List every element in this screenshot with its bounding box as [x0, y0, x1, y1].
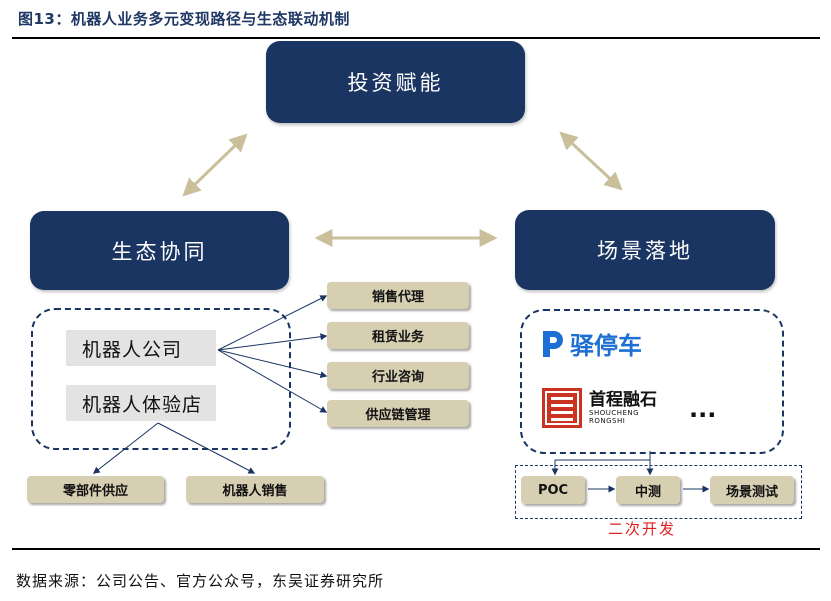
- service-sales-agent: 销售代理: [327, 282, 469, 309]
- robot-sales-box: 机器人销售: [186, 476, 324, 503]
- arrow-invest-eco: [182, 133, 248, 197]
- node-investment: 投资赋能: [266, 41, 525, 123]
- node-scenario: 场景落地: [515, 210, 775, 290]
- service-leasing: 租赁业务: [327, 322, 469, 349]
- service-supply-chain: 供应链管理: [327, 400, 469, 427]
- more-partners-ellipsis: ...: [689, 395, 717, 423]
- top-rule: [12, 37, 820, 39]
- figure-title: 图13：机器人业务多元变现路径与生态联动机制: [18, 10, 350, 28]
- arrow-company-service-2: [217, 333, 328, 351]
- stages-frame: [515, 465, 802, 519]
- arrow-company-service-3: [217, 349, 328, 379]
- arrow-company-service-4: [217, 349, 328, 413]
- scenario-group: [520, 309, 784, 454]
- yitingche-logo-icon: [543, 330, 563, 357]
- node-ecosystem: 生态协同: [30, 211, 289, 290]
- robot-store-box: 机器人体验店: [66, 385, 216, 421]
- ecosystem-group: [31, 308, 291, 450]
- shoucheng-name-en-1: SHOUCHENG: [589, 409, 640, 417]
- shoucheng-name-en-2: RONGSHI: [589, 417, 626, 425]
- second-development-caption: 二次开发: [608, 520, 677, 538]
- yitingche-logo: 驿停车: [540, 326, 642, 361]
- service-consulting: 行业咨询: [327, 362, 469, 389]
- stage-scenario-test: 场景测试: [710, 476, 794, 504]
- arrow-invest-scenario: [559, 131, 623, 191]
- robot-company-box: 机器人公司: [66, 330, 216, 366]
- bottom-rule: [12, 548, 820, 550]
- stage-poc: POC: [521, 476, 585, 504]
- parts-supply-box: 零部件供应: [27, 476, 164, 503]
- shoucheng-logo-icon: [542, 388, 582, 428]
- stage-midtest: 中测: [616, 476, 680, 504]
- source-note: 数据来源：公司公告、官方公众号，东吴证券研究所: [16, 572, 385, 590]
- yitingche-name: 驿停车: [570, 332, 642, 360]
- shoucheng-name-cn: 首程融石: [589, 390, 657, 410]
- shoucheng-logo: 首程融石 SHOUCHENG RONGSHI: [541, 387, 657, 429]
